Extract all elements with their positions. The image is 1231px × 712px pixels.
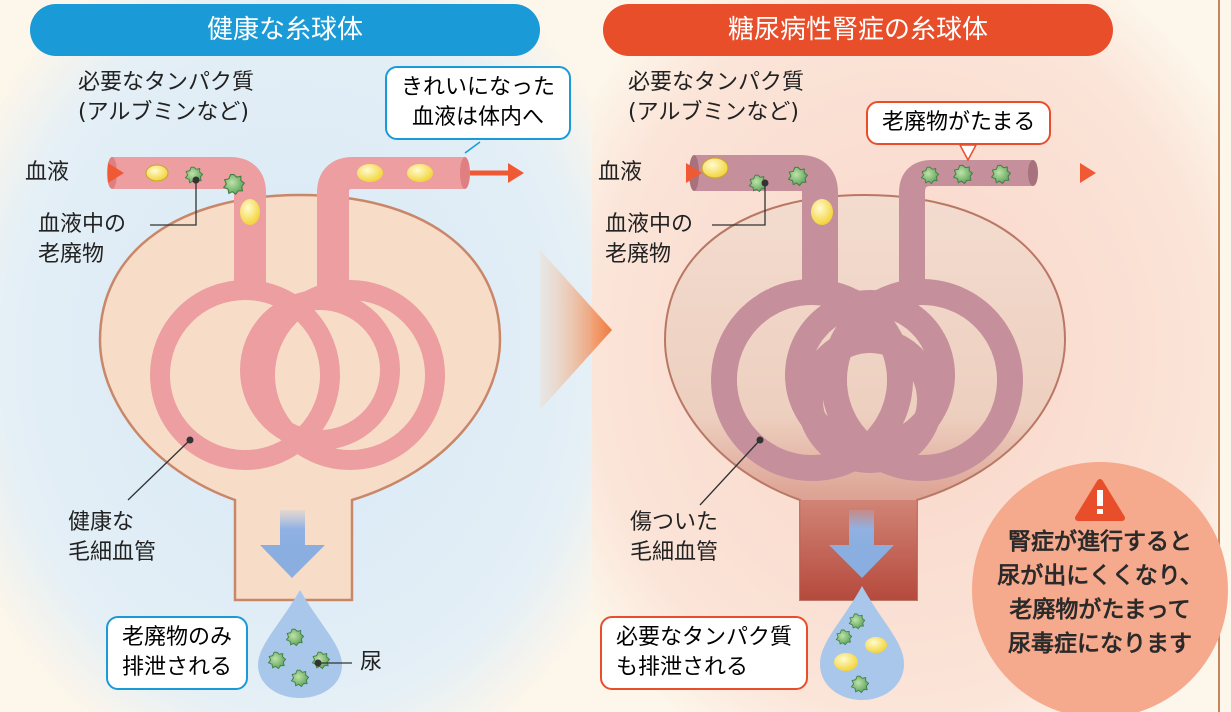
diseased-title: 糖尿病性腎症の糸球体 [603, 4, 1113, 56]
diseased-capillary-label: 傷ついた 毛細血管 [630, 510, 719, 565]
healthy-blood-label: 血液 [25, 160, 70, 185]
healthy-urine-drop [258, 590, 342, 698]
urine-label: 尿 [360, 650, 383, 675]
diseased-urine-callout: 必要なタンパク質 も排泄される [600, 616, 809, 690]
healthy-efferent-vessel [317, 157, 465, 300]
diseased-glomerulus [651, 144, 1096, 700]
healthy-waste-label: 血液中の 老廃物 [38, 212, 127, 267]
healthy-output-callout: きれいになった 血液は体内へ [385, 66, 572, 140]
healthy-afferent-vessel [112, 157, 266, 300]
healthy-glomerulus [72, 141, 524, 698]
warning-bubble [972, 462, 1228, 712]
healthy-capillary-label: 健康な 毛細血管 [68, 510, 157, 565]
diseased-urine-drop [820, 586, 904, 700]
healthy-filtration-arrow [260, 545, 325, 578]
diseased-protein-label: 必要なタンパク質 (アルブミンなど) [628, 70, 805, 125]
healthy-urine-callout: 老廃物のみ 排泄される [106, 616, 249, 690]
healthy-capillary-loops [150, 280, 445, 470]
diseased-filtration-arrow [829, 545, 894, 578]
healthy-title: 健康な糸球体 [30, 4, 540, 56]
diseased-blood-label: 血液 [598, 160, 643, 185]
transition-chevron [540, 250, 612, 410]
diseased-output-callout: 老廃物がたまる [866, 101, 1052, 145]
warning-text: 腎症が進行すると 尿が出にくくなり、 老廃物がたまって 尿毒症になります [997, 529, 1203, 657]
diseased-waste-label: 血液中の 老廃物 [605, 212, 694, 267]
diseased-capillary-loops [711, 279, 1023, 481]
healthy-protein-label: 必要なタンパク質 (アルブミンなど) [78, 70, 255, 125]
